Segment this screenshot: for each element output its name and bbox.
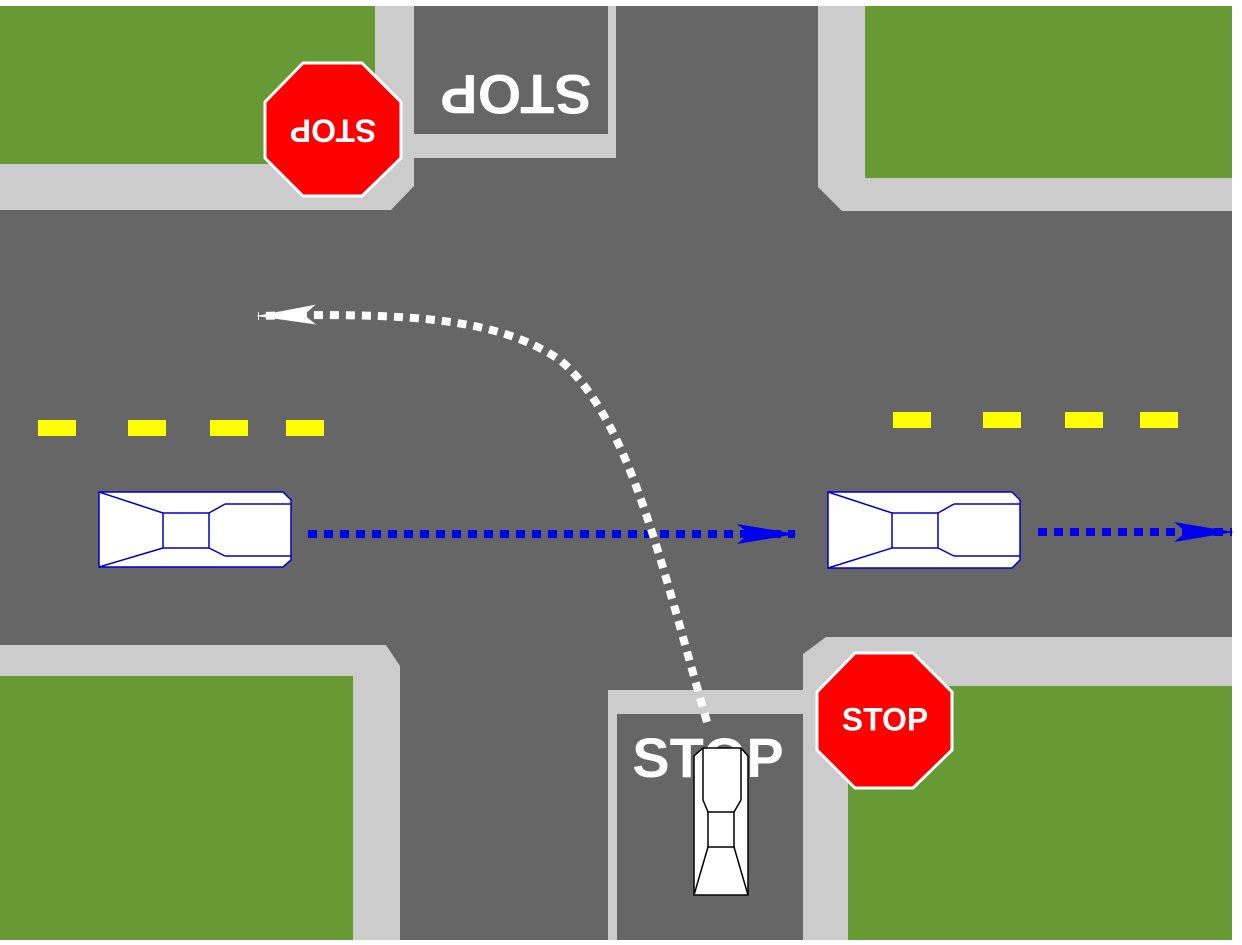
grass-north-east (865, 6, 1232, 178)
lane-divider-west (38, 420, 324, 436)
stop-line-north (414, 6, 616, 158)
stop-sign-south-east-text: STOP (842, 701, 929, 737)
left-turn-path-arrow (256, 304, 711, 724)
stop-sign-north-west: STOP (263, 61, 403, 198)
stop-sign-south-east: STOP (815, 651, 954, 790)
vehicle-south (693, 747, 749, 896)
road-text-north: STOP (440, 63, 591, 126)
vehicle-east (827, 491, 1021, 569)
stop-sign-north-west-text: STOP (290, 113, 377, 149)
vehicle-west (98, 491, 292, 568)
lane-divider-east (893, 412, 1178, 428)
grass-south-west (0, 676, 353, 940)
